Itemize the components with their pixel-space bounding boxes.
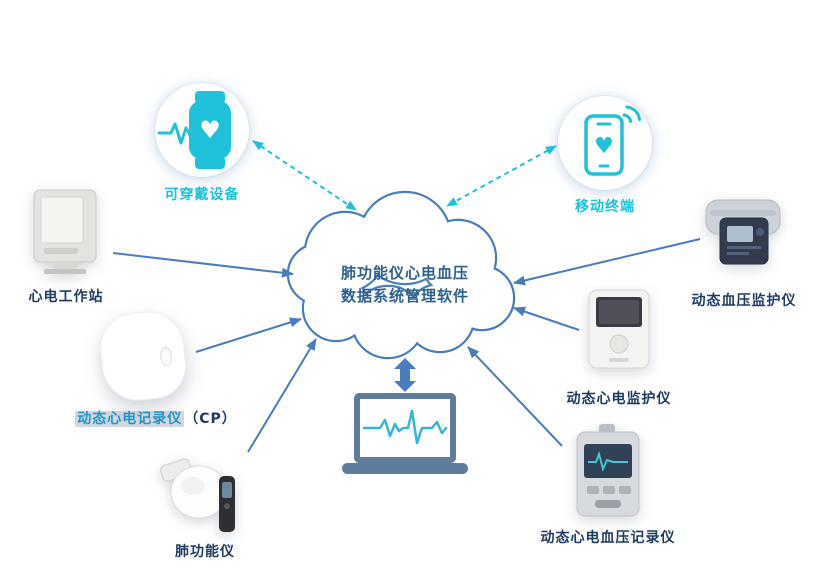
spirometer-label: 肺功能仪 bbox=[175, 544, 235, 560]
holter-label-suffix: （CP） bbox=[184, 411, 237, 427]
arrow-cloud-laptop bbox=[394, 358, 416, 392]
ecg-monitor-node: 动态心电监护仪 bbox=[562, 288, 676, 408]
cloud-title-line1: 肺功能仪心电血压 bbox=[340, 264, 469, 282]
arrow-spirometer-to-cloud bbox=[247, 338, 317, 453]
arrow-abp-to-cloud bbox=[513, 238, 701, 286]
smartphone-icon: ♥ bbox=[558, 96, 652, 190]
arrow-holter-to-cloud bbox=[195, 317, 302, 353]
mobile-terminal-node: ♥ 移动终端 bbox=[543, 96, 667, 216]
ecg-bp-recorder-image bbox=[576, 424, 640, 517]
svg-text:♥: ♥ bbox=[594, 134, 614, 159]
ecg-workstation-image bbox=[33, 189, 97, 274]
mobile-terminal-label: 移动终端 bbox=[575, 199, 635, 215]
spirometer-image bbox=[160, 458, 235, 532]
smartwatch-icon: ♥ bbox=[155, 83, 249, 177]
laptop-node bbox=[340, 393, 470, 475]
holter-recorder-image bbox=[96, 307, 190, 405]
holter-recorder-label: 动态心电记录仪（CP） bbox=[75, 408, 237, 428]
abp-monitor-label: 动态血压监护仪 bbox=[691, 293, 797, 309]
arrow-ecgbp-to-cloud bbox=[467, 346, 563, 447]
wearable-device-label: 可穿戴设备 bbox=[164, 187, 240, 203]
bp-monitor-image bbox=[705, 199, 781, 265]
arrow-wearable-cloud bbox=[252, 140, 357, 211]
ecg-bp-recorder-label: 动态心电血压记录仪 bbox=[540, 530, 676, 546]
holter-button bbox=[159, 346, 174, 368]
arrow-workstation-to-cloud bbox=[112, 252, 294, 278]
holter-label-text: 动态心电记录仪 bbox=[75, 411, 185, 427]
wearable-device-node: ♥ 可穿戴设备 bbox=[140, 83, 264, 204]
holter-recorder-node: 动态心电记录仪（CP） bbox=[60, 307, 252, 428]
arrow-ecgmonitor-to-cloud bbox=[513, 306, 580, 331]
ecg-monitor-image bbox=[588, 289, 650, 369]
laptop-ecg-icon bbox=[342, 393, 468, 474]
ecg-bp-recorder-node: 动态心电血压记录仪 bbox=[540, 424, 676, 547]
abp-monitor-node: 动态血压监护仪 bbox=[688, 194, 800, 310]
ecg-workstation-label: 心电工作站 bbox=[28, 289, 104, 305]
svg-text:♥: ♥ bbox=[199, 116, 221, 144]
ecg-monitor-label: 动态心电监护仪 bbox=[566, 391, 672, 407]
arrow-mobile-cloud bbox=[446, 145, 557, 207]
ecg-workstation-node: 心电工作站 bbox=[18, 188, 114, 306]
cloud-title: 肺功能仪心电血压 数据系统管理软件 bbox=[305, 262, 505, 308]
spirometer-node: 肺功能仪 bbox=[150, 448, 260, 561]
cloud-title-line2: 数据系统管理软件 bbox=[340, 287, 469, 305]
